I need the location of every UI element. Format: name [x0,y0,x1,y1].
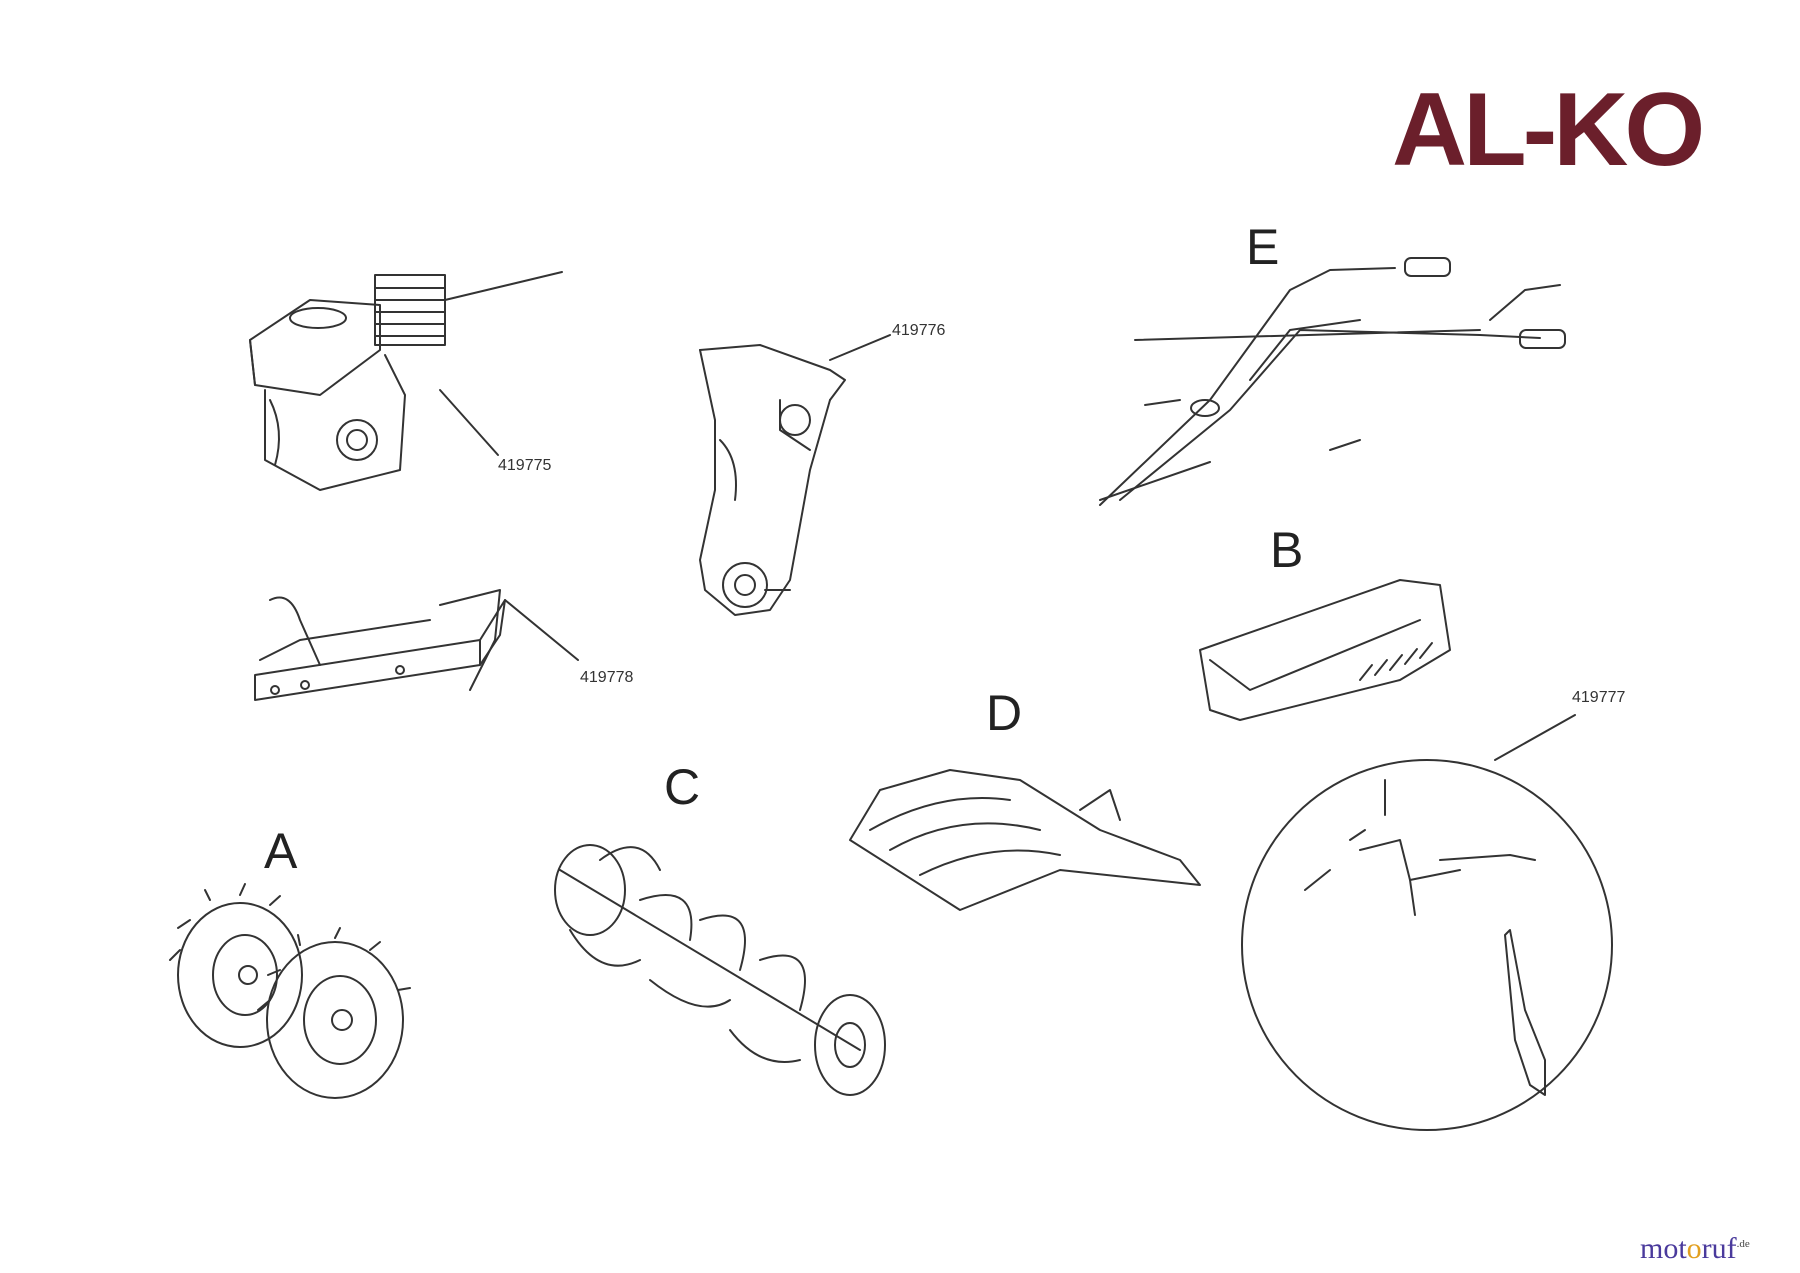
watermark-text-a: mot [1640,1232,1687,1265]
group-letter-b: B [1270,522,1304,578]
watermark-text-b: ruf [1701,1232,1737,1265]
fender-icon [849,769,1201,911]
watermark-o: o [1686,1232,1702,1265]
motoruf-watermark: motoruf.de [1640,1234,1750,1264]
group-letter-a: A [264,823,298,879]
belt-cover-icon [1199,579,1451,721]
depth-bar-detail-icon [1241,714,1613,1131]
logo-text: AL-KO [1392,72,1705,188]
engine-icon [249,271,563,491]
gearbox-icon [699,334,891,616]
group-letter-e: E [1246,219,1280,275]
handlebar-icon [1099,257,1566,506]
alko-logo: AL-KO [1392,78,1705,182]
bracket-icon [254,589,579,701]
part-number-419776: 419776 [892,322,946,339]
tiller-tines-icon [554,844,886,1096]
part-number-419777: 419777 [1572,689,1626,706]
wheels-icon [169,883,411,1099]
part-number-419775: 419775 [498,457,552,474]
part-number-419778: 419778 [580,669,634,686]
watermark-suffix: .de [1736,1238,1750,1250]
group-letter-c: C [664,759,701,815]
group-letter-d: D [986,685,1023,741]
